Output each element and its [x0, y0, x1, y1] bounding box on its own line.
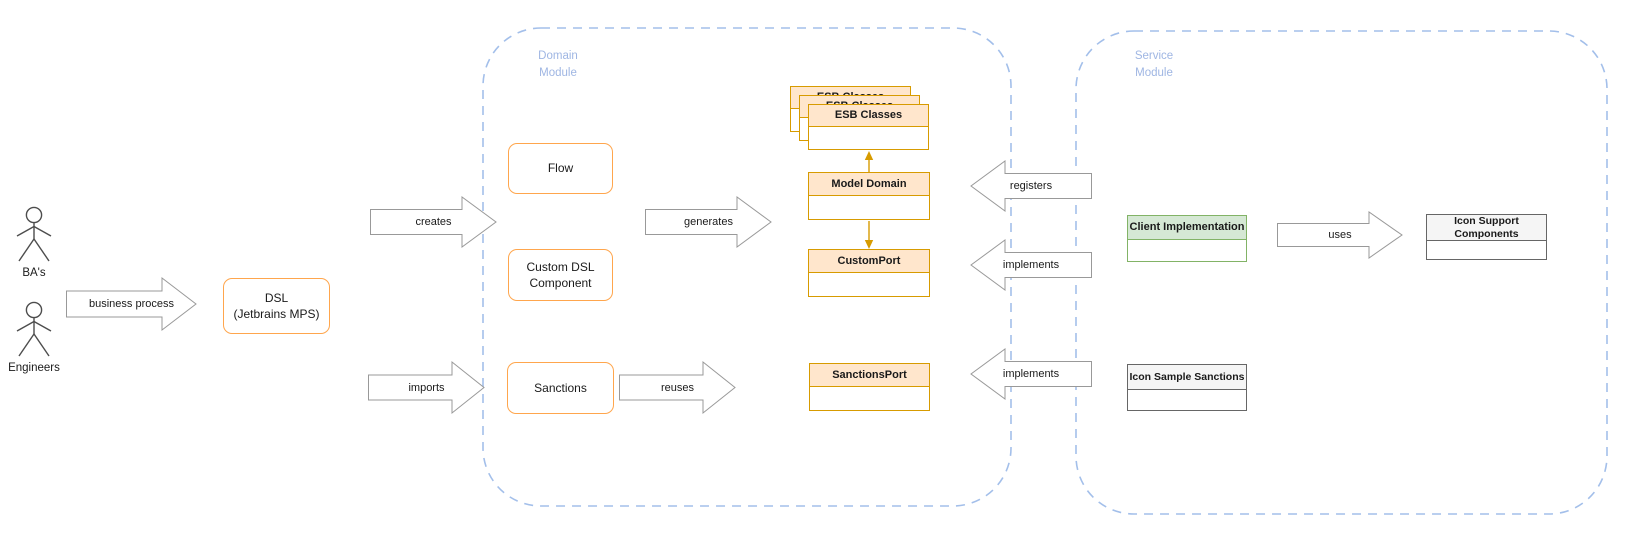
node-model-domain-header: Model Domain — [809, 173, 929, 196]
node-icon-support-components-body — [1427, 241, 1546, 259]
arrow-imports-label: imports — [408, 381, 445, 394]
connector-model-to-customport-arrow — [864, 221, 874, 249]
arrow-business-process-label: business process — [89, 298, 174, 310]
esb-classes-body — [809, 127, 928, 149]
arrow-imports: imports — [368, 360, 485, 415]
esb-classes-box-front: ESB Classes — [808, 104, 929, 150]
arrow-uses: uses — [1277, 211, 1403, 259]
connector-model-to-esb-arrow — [864, 151, 874, 172]
actor-engineers-label: Engineers — [8, 362, 60, 374]
domain-module-container — [482, 27, 1012, 507]
arrow-reuses: reuses — [619, 360, 736, 415]
right-block-arrow-icon — [66, 276, 197, 332]
arrow-reuses-label: reuses — [660, 381, 695, 394]
arrow-implements-sanctions-label: implements — [1002, 368, 1060, 380]
node-custom-dsl-component-label: Custom DSL Component — [526, 259, 595, 290]
node-client-implementation: Client Implementation — [1127, 215, 1247, 262]
node-icon-sample-sanctions-body — [1128, 390, 1246, 410]
actor-bas-label: BA's — [22, 267, 46, 279]
node-sanctions-port-header: SanctionsPort — [810, 364, 929, 387]
right-block-arrow-icon — [645, 196, 772, 248]
node-client-implementation-body — [1128, 240, 1246, 261]
esb-classes-header: ESB Classes — [809, 105, 928, 127]
node-sanctions-port-body — [810, 387, 929, 410]
person-icon — [16, 301, 52, 357]
arrow-business-process: business process — [66, 276, 197, 332]
node-sanctions-port: SanctionsPort — [809, 363, 930, 411]
actor-engineers: Engineers — [6, 301, 62, 374]
arrow-generates-label: generates — [684, 216, 733, 228]
right-block-arrow-icon — [370, 196, 497, 248]
node-client-implementation-header: Client Implementation — [1128, 216, 1246, 240]
node-dsl: DSL (Jetbrains MPS) — [223, 278, 330, 334]
arrow-implements-custom-label: implements — [1002, 259, 1060, 271]
arrow-registers-label: registers — [1009, 180, 1053, 192]
node-sanctions: Sanctions — [507, 362, 614, 414]
arrow-implements-custom: implements — [970, 239, 1092, 291]
arrow-implements-sanctions: implements — [970, 348, 1092, 400]
node-flow-label: Flow — [547, 161, 574, 176]
node-model-domain-body — [809, 196, 929, 219]
service-module-label: Service Module — [1134, 50, 1174, 80]
node-custom-port-header: CustomPort — [809, 250, 929, 273]
node-icon-sample-sanctions: Icon Sample Sanctions — [1127, 364, 1247, 411]
right-block-arrow-icon — [368, 360, 485, 415]
node-custom-port-body — [809, 273, 929, 296]
left-block-arrow-icon — [970, 348, 1092, 400]
node-dsl-label: DSL (Jetbrains MPS) — [233, 290, 320, 321]
node-flow: Flow — [508, 143, 613, 194]
person-icon — [16, 206, 52, 262]
right-block-arrow-icon — [619, 360, 736, 415]
node-custom-dsl-component: Custom DSL Component — [508, 249, 613, 301]
node-icon-sample-sanctions-header: Icon Sample Sanctions — [1128, 365, 1246, 390]
service-module-container — [1075, 30, 1608, 515]
right-block-arrow-icon — [1277, 211, 1403, 259]
arrow-creates-label: creates — [415, 216, 452, 228]
node-icon-support-components: Icon Support Components — [1426, 214, 1547, 260]
node-icon-support-components-header: Icon Support Components — [1427, 215, 1546, 241]
node-sanctions-label: Sanctions — [534, 380, 587, 395]
domain-module-label: Domain Module — [538, 50, 578, 80]
node-custom-port: CustomPort — [808, 249, 930, 297]
arrow-generates: generates — [645, 196, 772, 248]
arrow-registers: registers — [970, 160, 1092, 212]
left-block-arrow-icon — [970, 239, 1092, 291]
left-block-arrow-icon — [970, 160, 1092, 212]
node-model-domain: Model Domain — [808, 172, 930, 220]
arrow-uses-label: uses — [1328, 229, 1352, 241]
actor-bas: BA's — [11, 206, 57, 279]
arrow-creates: creates — [370, 196, 497, 248]
